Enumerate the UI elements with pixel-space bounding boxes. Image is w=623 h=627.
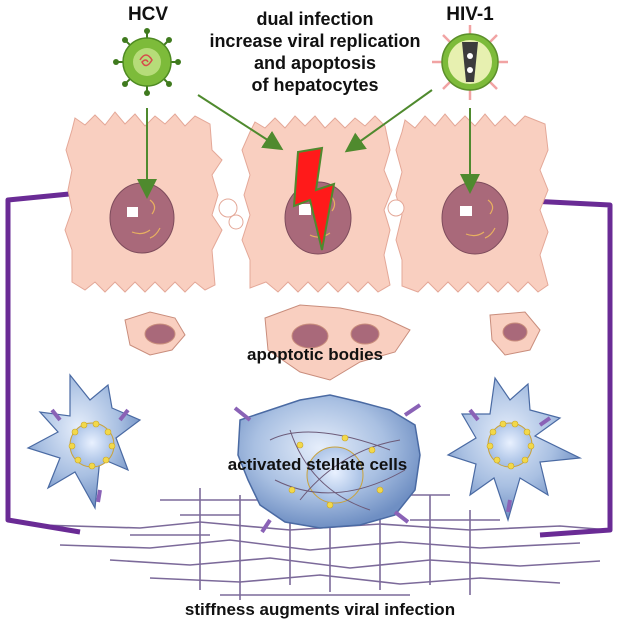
stiffness-label: stiffness augments viral infection — [184, 600, 456, 619]
stellate-cells-label: activated stellate cells — [227, 455, 408, 474]
dual-infection-line: and apoptosis — [253, 53, 376, 73]
nucleus — [109, 182, 175, 254]
hcv-virus-icon — [113, 28, 181, 96]
dual-infection-label: dual infection increase viral replicatio… — [180, 8, 450, 96]
hepatocyte-right — [395, 113, 549, 293]
hiv-virus-icon — [432, 25, 508, 100]
dual-infection-line: dual infection — [256, 9, 374, 29]
apoptotic-bodies-label: apoptotic bodies — [247, 345, 383, 364]
hepatocyte-center — [241, 115, 393, 293]
infection-arrows — [137, 89, 480, 199]
nucleus — [306, 446, 364, 504]
nucleus — [441, 181, 509, 255]
stellate-cell-right — [446, 376, 583, 523]
hiv-label: HIV-1 — [446, 4, 494, 25]
hepatocyte-left — [64, 111, 223, 293]
dual-infection-line: increase viral replication — [209, 31, 421, 51]
hcv-label: HCV — [127, 4, 169, 25]
stellate-cell-left — [26, 373, 142, 510]
cell-junctions — [218, 198, 405, 230]
apoptotic-bodies — [124, 304, 541, 381]
dual-infection-line: of hepatocytes — [251, 75, 379, 95]
feedback-bracket — [5, 187, 613, 538]
stellate-cell-center — [233, 394, 422, 534]
lightning-bolt — [292, 146, 336, 251]
